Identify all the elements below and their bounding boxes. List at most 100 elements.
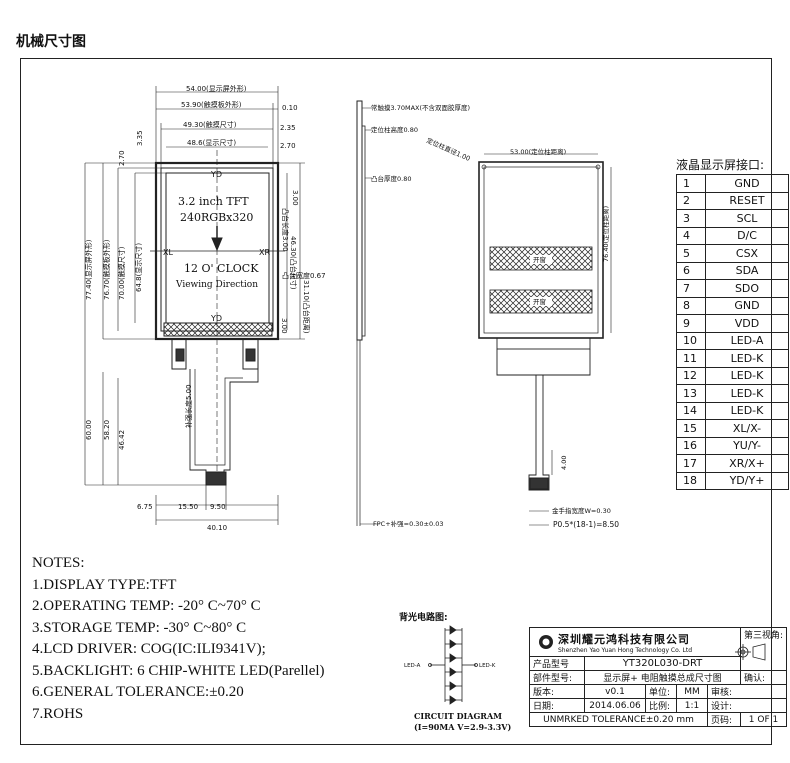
version: v0.1 bbox=[584, 684, 646, 699]
pin-signal: LED-K bbox=[705, 401, 789, 420]
dim-left-v-1: 77.40(显示屏外形) bbox=[84, 239, 93, 300]
yd-bottom-label: YD bbox=[210, 314, 222, 323]
dim-bottom-4: 40.10 bbox=[207, 524, 227, 532]
dim-top-right-2: 2.35 bbox=[280, 124, 296, 132]
pin-number: 16 bbox=[676, 436, 706, 455]
dim-left-small-1: 2.70 bbox=[118, 150, 126, 166]
led-3 bbox=[445, 653, 462, 663]
pin-number: 13 bbox=[676, 384, 706, 403]
version-label: 版本: bbox=[529, 684, 585, 699]
check-label: 审核: bbox=[706, 684, 788, 699]
circuit-caption-2: (I=90MA V=2.9-3.3V) bbox=[414, 722, 512, 732]
view-label: 第三视角: bbox=[744, 631, 784, 641]
led-k-label: LED-K bbox=[479, 663, 496, 669]
led-2 bbox=[445, 639, 462, 649]
fpc-right-pad bbox=[242, 338, 259, 370]
pin-number: 1 bbox=[676, 174, 706, 193]
part-name: 显示屏+ 电阻触摸总成尺寸图 bbox=[584, 670, 741, 685]
company-name: 深圳耀元鸿科技有限公司 bbox=[558, 632, 690, 646]
dim-right-v-4: 3.00 bbox=[280, 318, 288, 334]
title-block: 深圳耀元鸿科技有限公司 Shenzhen Yao Yuan Hong Techn… bbox=[529, 627, 788, 727]
pin-signal: D/C bbox=[705, 226, 789, 245]
front-view bbox=[84, 86, 305, 525]
unit: MM bbox=[676, 684, 708, 699]
note-display-type: 1.DISPLAY TYPE:TFT bbox=[32, 576, 177, 593]
pin-signal: CSX bbox=[705, 244, 789, 263]
design-label: 设计: bbox=[706, 698, 788, 713]
dim-left-v-2: 76.70(触摸板外形) bbox=[102, 239, 111, 300]
dim-top-right-1: 0.10 bbox=[282, 104, 298, 112]
part-name-label: 部件型号: bbox=[529, 670, 585, 685]
page-number: 1 OF 1 bbox=[739, 712, 788, 727]
back-view-labels: 定位柱直径1.00 53.00(定位柱距离) 76.40(定位柱距离) 开窗 开… bbox=[425, 136, 619, 529]
clock-label: 12 O' CLOCK bbox=[184, 262, 259, 275]
window-label-2: 开窗 bbox=[533, 297, 546, 306]
screen-label-1: 3.2 inch TFT bbox=[178, 195, 249, 208]
back-gold-fingers bbox=[529, 477, 549, 490]
pin-signal: GND bbox=[705, 174, 789, 193]
tolerance: UNMRKED TOLERANCE±0.20 mm bbox=[529, 712, 708, 727]
pin-signal: SCL bbox=[705, 209, 789, 228]
pin-number: 9 bbox=[676, 314, 706, 333]
date: 2014.06.06 bbox=[584, 698, 646, 713]
pin-number: 8 bbox=[676, 296, 706, 315]
circuit-title: 背光电路图: bbox=[399, 613, 448, 623]
side-view-labels: 常触摸3.70MAX(不含双面胶厚度) 定位柱高度0.80 凸台厚度0.80 F… bbox=[371, 103, 470, 528]
dim-right-v-1: 3.00 bbox=[291, 190, 299, 206]
notes-heading: NOTES: bbox=[32, 555, 85, 571]
dim-4: 4.00 bbox=[560, 456, 568, 470]
view-cell: 第三视角: bbox=[739, 627, 788, 671]
touch-thickness: 常触摸3.70MAX(不含双面胶厚度) bbox=[371, 103, 470, 112]
product-no: YT320L030-DRT bbox=[584, 656, 741, 671]
unit-label: 单位: bbox=[645, 684, 677, 699]
circuit-diagram bbox=[428, 625, 478, 705]
pin-signal: YD/Y+ bbox=[705, 471, 789, 490]
pin-signal: LED-A bbox=[705, 331, 789, 350]
dim-top-3: 49.30(触摸尺寸) bbox=[183, 120, 237, 129]
pin-signal: XR/X+ bbox=[705, 454, 789, 473]
dim-bump-width: 凸台宽度0.67 bbox=[282, 271, 326, 280]
pin-signal: LED-K bbox=[705, 384, 789, 403]
dim-top-4: 48.6(显示尺寸) bbox=[187, 138, 236, 147]
led-1 bbox=[445, 625, 462, 635]
dim-tail: 补强长度5.00 bbox=[184, 384, 193, 428]
note-storage-temp: 3.STORAGE TEMP: -30° C~80° C bbox=[32, 619, 247, 636]
post-dist-v: 76.40(定位柱距离) bbox=[601, 206, 610, 262]
bump-thickness: 凸台厚度0.80 bbox=[371, 174, 411, 183]
post-dist-h: 53.00(定位柱距离) bbox=[510, 147, 566, 156]
yd-top-label: YD bbox=[210, 170, 222, 179]
post-dia: 定位柱直径1.00 bbox=[425, 136, 472, 163]
pin-signal: LED-K bbox=[705, 366, 789, 385]
pin-signal: SDO bbox=[705, 279, 789, 298]
pin-number: 5 bbox=[676, 244, 706, 263]
company-cell: 深圳耀元鸿科技有限公司 Shenzhen Yao Yuan Hong Techn… bbox=[529, 627, 741, 657]
back-view bbox=[478, 153, 612, 526]
pin-number: 12 bbox=[676, 366, 706, 385]
dim-top-2: 53.90(触摸板外形) bbox=[181, 100, 242, 109]
pin-number: 2 bbox=[676, 191, 706, 210]
note-rohs: 7.ROHS bbox=[32, 705, 84, 722]
note-backlight: 5.BACKLIGHT: 6 CHIP-WHITE LED(Parellel) bbox=[32, 662, 325, 679]
gold-finger-width: 金手指宽度W=0.30 bbox=[552, 506, 611, 515]
pin-number: 14 bbox=[676, 401, 706, 420]
date-label: 日期: bbox=[529, 698, 585, 713]
pin-number: 17 bbox=[676, 454, 706, 473]
page-title: 机械尺寸图 bbox=[16, 34, 86, 50]
dim-left-v-3: 70.00(触摸尺寸) bbox=[117, 246, 126, 300]
dim-left-v-7: 46.42 bbox=[118, 430, 126, 450]
circuit-caption: CIRCUIT DIAGRAM (I=90MA V=2.9-3.3V) bbox=[414, 711, 511, 733]
pin-signal: SDA bbox=[705, 261, 789, 280]
pin-number: 6 bbox=[676, 261, 706, 280]
